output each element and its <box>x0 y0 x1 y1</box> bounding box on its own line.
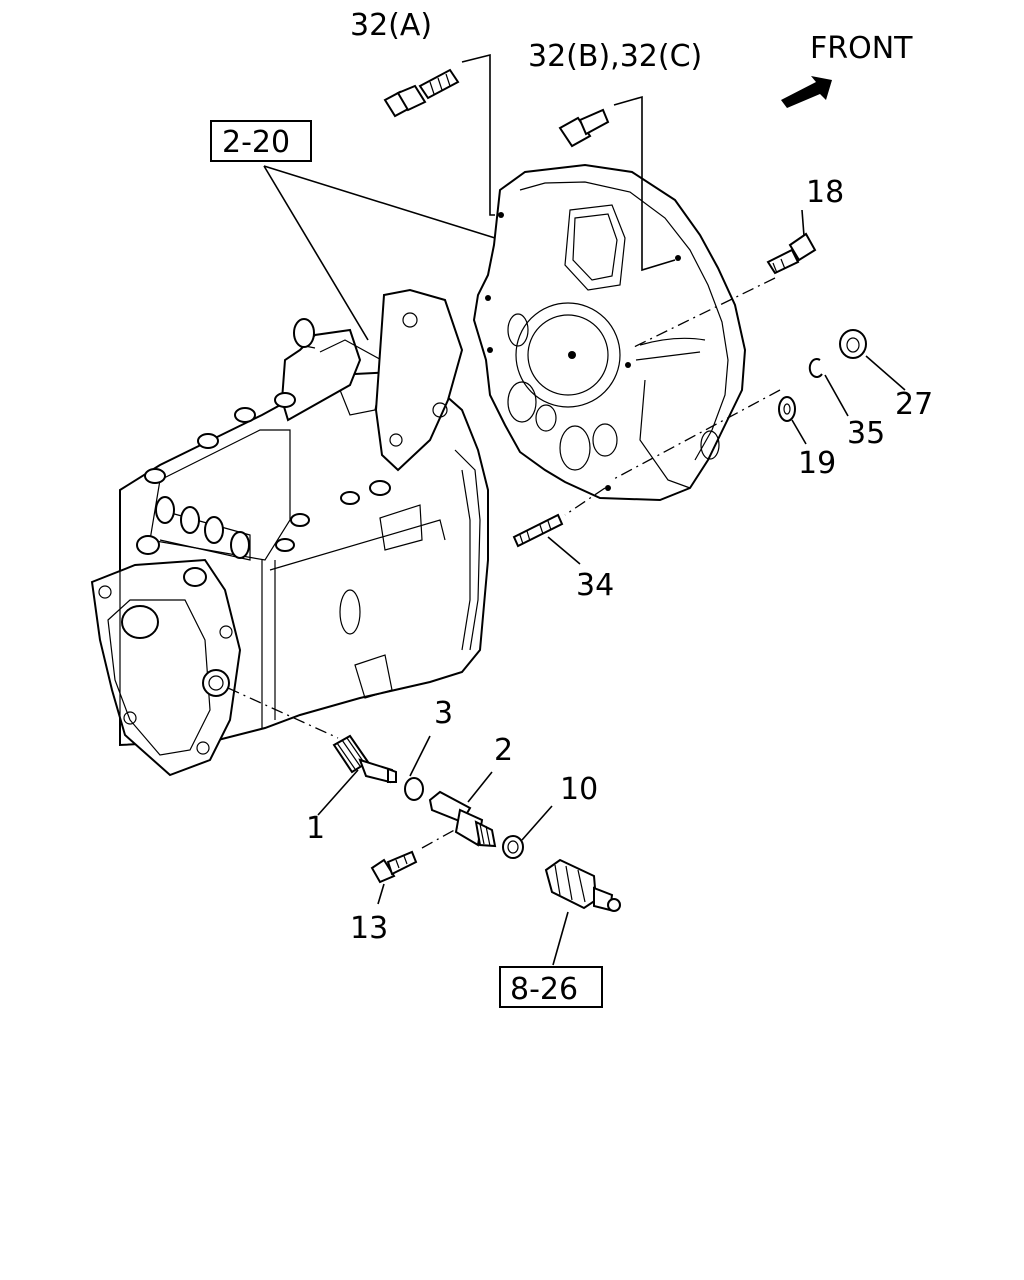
callout-19: 19 <box>798 446 836 481</box>
reference-box-8-26[interactable]: 8-26 <box>499 966 603 1008</box>
flywheel-housing <box>472 163 747 502</box>
nut-27 <box>839 329 867 359</box>
bolt-18 <box>766 232 817 275</box>
reference-label-8-26: 8-26 <box>510 972 578 1007</box>
leader-lines <box>227 53 906 966</box>
callout-32bc: 32(B),32(C) <box>528 39 702 74</box>
callout-34: 34 <box>576 568 614 603</box>
callout-18: 18 <box>806 175 844 210</box>
callout-2: 2 <box>494 733 513 768</box>
bushing-10 <box>502 835 524 859</box>
callout-10: 10 <box>560 772 598 807</box>
stud-34 <box>512 513 564 548</box>
o-ring-3 <box>404 777 424 801</box>
bolt-32a <box>383 68 460 118</box>
callout-32a: 32(A) <box>350 8 432 43</box>
lock-washer-35 <box>808 358 823 378</box>
front-indicator: FRONT <box>781 31 913 108</box>
sleeve-2 <box>428 790 497 848</box>
screw-13 <box>370 850 418 884</box>
callout-13: 13 <box>350 911 388 946</box>
washer-19 <box>778 396 796 422</box>
transmission-case <box>90 288 489 777</box>
callout-3: 3 <box>434 696 453 731</box>
bolt-32b-32c <box>558 108 610 148</box>
callout-27: 27 <box>895 387 933 422</box>
front-label: FRONT <box>810 31 913 66</box>
callout-labels: 32(A) 32(B),32(C) 18 27 35 19 34 3 2 10 … <box>306 8 933 946</box>
reference-label-2-20: 2-20 <box>222 125 290 160</box>
callout-1: 1 <box>306 811 325 846</box>
speedometer-driven-gear-1 <box>332 734 397 784</box>
callout-35: 35 <box>847 416 885 451</box>
front-arrow-icon <box>781 76 832 108</box>
reference-box-2-20[interactable]: 2-20 <box>210 120 312 162</box>
speed-sensor-8-26 <box>544 858 621 912</box>
